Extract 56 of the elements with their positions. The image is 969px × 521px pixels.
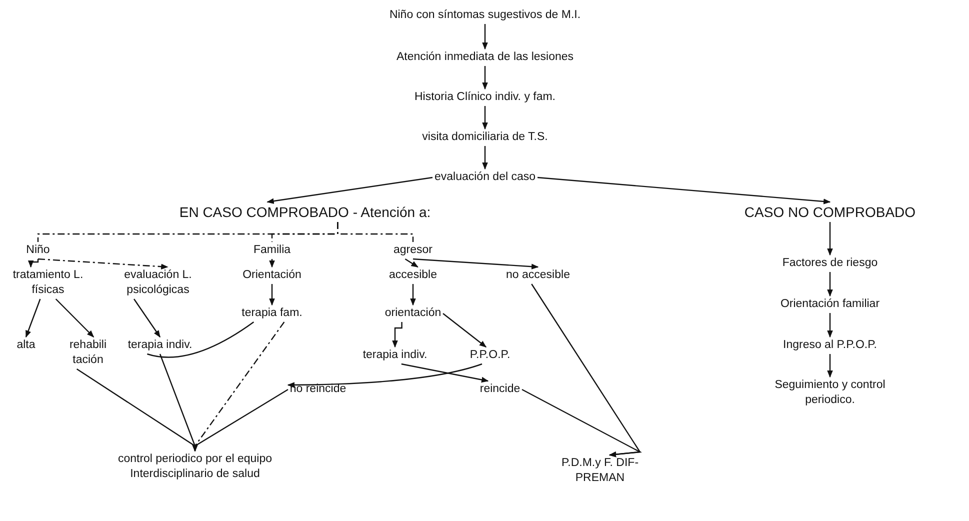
step-text: Factores de riesgo	[782, 256, 878, 271]
step-text: alta	[16, 338, 36, 353]
step-text: Orientación	[242, 268, 302, 283]
step-text: Niño con síntomas sugestivos de M.I.	[389, 8, 581, 23]
arrow	[25, 298, 41, 338]
step-text: accesible	[389, 268, 437, 283]
arrow	[404, 258, 418, 268]
step-text: Historia Clínico indiv. y fam.	[414, 90, 556, 105]
arrow	[442, 313, 487, 348]
step-text: reincide	[480, 382, 520, 397]
arrow	[827, 272, 833, 297]
arrow	[827, 222, 833, 256]
arrow	[192, 388, 288, 452]
step-text: Niño	[26, 243, 50, 258]
step-text: rehabili tación	[60, 338, 116, 368]
arrow	[827, 313, 833, 338]
step-text: P.D.M.y F. DIF- PREMAN	[552, 456, 648, 486]
arrow	[482, 24, 488, 50]
step-text: terapia fam.	[242, 306, 302, 321]
arrow	[537, 176, 831, 204]
arrow	[287, 363, 482, 388]
arrow	[412, 258, 539, 270]
arrow	[401, 363, 489, 383]
step-text: CASO NO COMPROBADO	[744, 203, 916, 222]
arrow	[55, 298, 94, 338]
step-text: evaluación L. psicológicas	[110, 268, 206, 298]
arrow	[827, 354, 833, 378]
step-text: EN CASO COMPROBADO - Atención a:	[179, 203, 431, 222]
arrow	[28, 259, 39, 268]
arrow	[410, 284, 416, 306]
step-text: Atención inmediata de las lesiones	[396, 50, 574, 65]
step-text: no accesible	[506, 268, 570, 283]
step-text: control periodico por el equipo Interdisciplinario de salud	[95, 452, 295, 482]
arrow	[392, 322, 402, 348]
step-text: no reincide	[290, 382, 346, 397]
arrow	[134, 298, 160, 338]
arrow	[522, 388, 642, 458]
step-text: Familia	[253, 243, 291, 258]
arrow	[482, 146, 488, 170]
step-text: visita domiciliaria de T.S.	[422, 130, 548, 145]
step-text: evaluación del caso	[434, 170, 536, 185]
arrow	[38, 258, 168, 270]
step-text: terapia indiv.	[128, 338, 192, 353]
step-text: agresor	[394, 243, 432, 258]
step-text: tratamiento L. físicas	[9, 268, 87, 298]
step-text: orientación	[384, 306, 442, 321]
arrow	[482, 66, 488, 90]
arrow	[266, 176, 433, 204]
step-text: Ingreso al P.P.O.P.	[783, 338, 877, 353]
step-text: Seguimiento y control periodico.	[755, 378, 905, 408]
arrow	[482, 106, 488, 130]
step-text: terapia indiv.	[362, 348, 428, 363]
step-text: P.P.O.P.	[470, 348, 510, 363]
arrow	[269, 259, 275, 268]
step-text: Orientación familiar	[780, 297, 880, 312]
arrow	[269, 284, 275, 306]
